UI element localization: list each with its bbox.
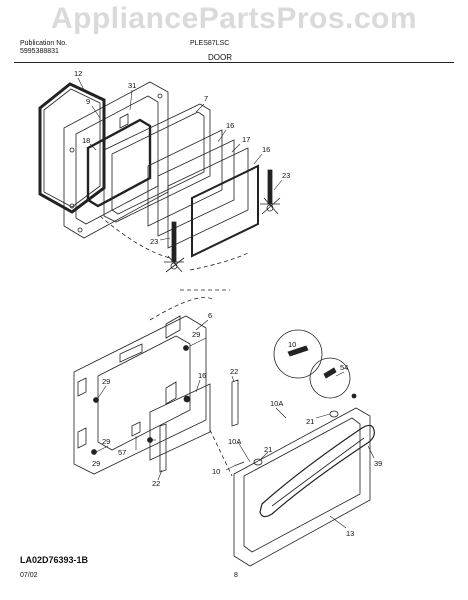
model-number: PLES87LSC bbox=[190, 40, 230, 47]
callout-23-left: 23 bbox=[150, 237, 158, 246]
callout-10-lower: 10 bbox=[212, 467, 220, 476]
callout-16-upper-a: 16 bbox=[226, 121, 234, 130]
assembly-path-1 bbox=[99, 215, 171, 259]
assembly-path-2 bbox=[189, 251, 251, 271]
callout-29-left: 29 bbox=[102, 377, 110, 386]
callout-21-lower: 21 bbox=[264, 445, 272, 454]
part-outer-door-panel bbox=[233, 407, 371, 567]
callout-22-left: 22 bbox=[152, 479, 160, 488]
callout-39: 39 bbox=[374, 459, 382, 468]
callout-21-upper: 21 bbox=[306, 417, 314, 426]
part-bracket-right bbox=[231, 379, 239, 427]
part-inner-door-panel bbox=[73, 315, 207, 475]
part-clip bbox=[131, 421, 141, 437]
callout-9: 9 bbox=[86, 97, 90, 106]
callout-12: 12 bbox=[74, 69, 82, 78]
part-glass-panes bbox=[147, 129, 259, 258]
part-hinge-right bbox=[260, 169, 281, 215]
callout-7: 7 bbox=[204, 94, 208, 103]
callout-6: 6 bbox=[208, 311, 212, 320]
callout-54: 54 bbox=[340, 363, 348, 372]
callout-10A-lower: 10A bbox=[228, 437, 241, 446]
part-screws-29 bbox=[91, 345, 189, 455]
callout-29-bottom-left: 29 bbox=[102, 437, 110, 446]
publication-label: Publication No. bbox=[20, 40, 68, 47]
watermark: AppliancePartsPros.com bbox=[50, 2, 418, 35]
callout-22-right: 22 bbox=[230, 367, 238, 376]
section-title: DOOR bbox=[208, 53, 232, 62]
callout-29-lower: 29 bbox=[92, 459, 100, 468]
header-rule bbox=[14, 62, 454, 63]
callout-18: 18 bbox=[82, 136, 90, 145]
callout-57: 57 bbox=[118, 448, 126, 457]
callout-10A-upper: 10A bbox=[270, 399, 283, 408]
callout-16-upper-b: 16 bbox=[262, 145, 270, 154]
part-hinge-left bbox=[164, 221, 185, 273]
leader-lines-upper bbox=[77, 77, 283, 241]
assembly-path-4 bbox=[149, 297, 215, 321]
callout-13: 13 bbox=[346, 529, 354, 538]
part-lower-glass bbox=[149, 383, 211, 461]
page-number: 8 bbox=[234, 572, 238, 579]
part-bracket-left bbox=[159, 423, 167, 473]
callout-31: 31 bbox=[128, 81, 136, 90]
part-screw-10 bbox=[233, 329, 323, 467]
part-inner-liner bbox=[63, 81, 169, 239]
part-spacers bbox=[253, 410, 339, 466]
figure-code: LA02D76393-1B bbox=[20, 555, 89, 565]
callout-29-top: 29 bbox=[192, 330, 200, 339]
callout-23-right: 23 bbox=[282, 171, 290, 180]
part-handle bbox=[259, 424, 375, 518]
callout-17: 17 bbox=[242, 135, 250, 144]
publication-number: 5995388831 bbox=[20, 48, 59, 55]
callout-16-lower: 16 bbox=[198, 371, 206, 380]
assembly-path-5 bbox=[209, 429, 233, 477]
part-screw-54 bbox=[309, 357, 357, 399]
callout-10-zoom: 10 bbox=[288, 340, 296, 349]
footer-date: 07/02 bbox=[20, 572, 38, 579]
part-door-frame bbox=[103, 103, 211, 223]
leader-lines-lower bbox=[95, 319, 375, 529]
part-window-gasket bbox=[86, 113, 152, 208]
